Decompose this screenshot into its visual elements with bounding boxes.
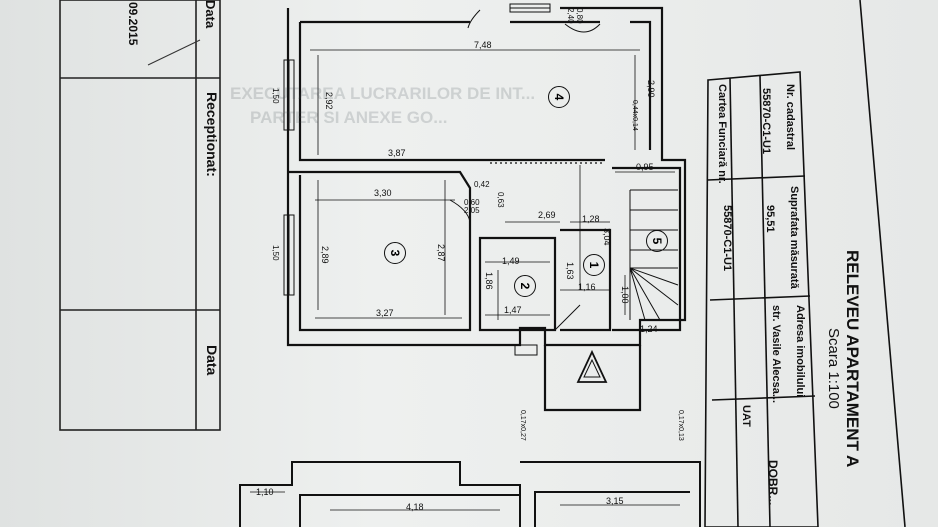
table-cf-value: 55870-C1-U1: [721, 205, 733, 272]
dim-label: 0,17x0,27: [519, 410, 526, 441]
dim-label: 0,17x0,13: [677, 410, 684, 441]
stamp-receptionat-label: Receptionat:: [204, 92, 220, 177]
dim-label: 3,15: [606, 496, 624, 506]
dim-label: 2,92: [324, 92, 334, 110]
dim-label: 0,60: [464, 198, 480, 207]
dim-label: 3,30: [374, 188, 392, 198]
room-number-3: 3: [384, 242, 406, 264]
table-uat-header: UAT: [740, 405, 752, 427]
dim-label: 1,50: [271, 88, 280, 104]
table-surface-value: 95,51: [764, 205, 776, 233]
dim-label: 1,49: [502, 256, 520, 266]
dim-label: 3,87: [388, 148, 406, 158]
faint-heading-line2: PARTER SI ANEXE GO...: [250, 108, 448, 127]
dim-label: 2,05: [464, 206, 480, 215]
dim-label: 2,89: [320, 246, 330, 264]
dim-label: 0,95: [636, 162, 654, 172]
dim-label: 0,42: [474, 180, 490, 189]
dim-label: 2,90: [646, 80, 656, 98]
table-cadastral-header: Nr. cadastral: [784, 84, 796, 151]
dim-label: 3,27: [376, 308, 394, 318]
room-number-4: 4: [548, 86, 570, 108]
dim-label: 2,87: [436, 244, 446, 262]
dim-label: 3,04: [602, 228, 612, 246]
dim-label: 7,48: [474, 40, 492, 50]
faint-heading-line1: EXECUTAREA LUCRARILOR DE INT...: [230, 84, 536, 103]
dim-label: 4,18: [406, 502, 424, 512]
dim-label: 1,86: [484, 272, 494, 290]
room-number-5: 5: [646, 230, 668, 252]
dim-label: 1,28: [582, 214, 600, 224]
stamp-date: 09.2015: [126, 2, 140, 46]
dim-label: 0,63: [496, 192, 505, 208]
dim-label: 1,50: [271, 245, 280, 261]
room-number-2: 2: [514, 275, 536, 297]
dim-label: 2,69: [538, 210, 556, 220]
table-address-header: Adresa imobilului: [794, 305, 806, 398]
stamp-data-label-top: Data: [203, 0, 218, 29]
dim-label: 2,40: [566, 8, 575, 24]
dim-label: 0,44x0,14: [631, 100, 638, 131]
table-surface-header: Suprafata măsurată: [788, 186, 800, 289]
dim-label: 1,24: [640, 324, 658, 334]
dim-label: 1,10: [256, 487, 274, 497]
dim-label: 1,63: [565, 262, 575, 280]
table-scale: Scara 1:100: [825, 328, 842, 409]
table-title: RELEVEU APARTAMENT A: [843, 250, 862, 468]
dim-label: 1,00: [620, 286, 630, 304]
table-uat-value: DOBR...: [766, 460, 780, 506]
dim-label: 1,47: [504, 305, 522, 315]
dim-label: 1,16: [578, 282, 596, 292]
dim-label: 0,80: [575, 8, 584, 24]
table-address-value: str. Vasile Alecsa...: [770, 305, 782, 404]
room-number-1: 1: [583, 254, 605, 276]
table-cadastral-value: 55870-C1-U1: [760, 88, 772, 155]
table-cf-header: Cartea Funciară nr.: [716, 84, 728, 184]
stamp-data-label: Data: [204, 345, 220, 376]
